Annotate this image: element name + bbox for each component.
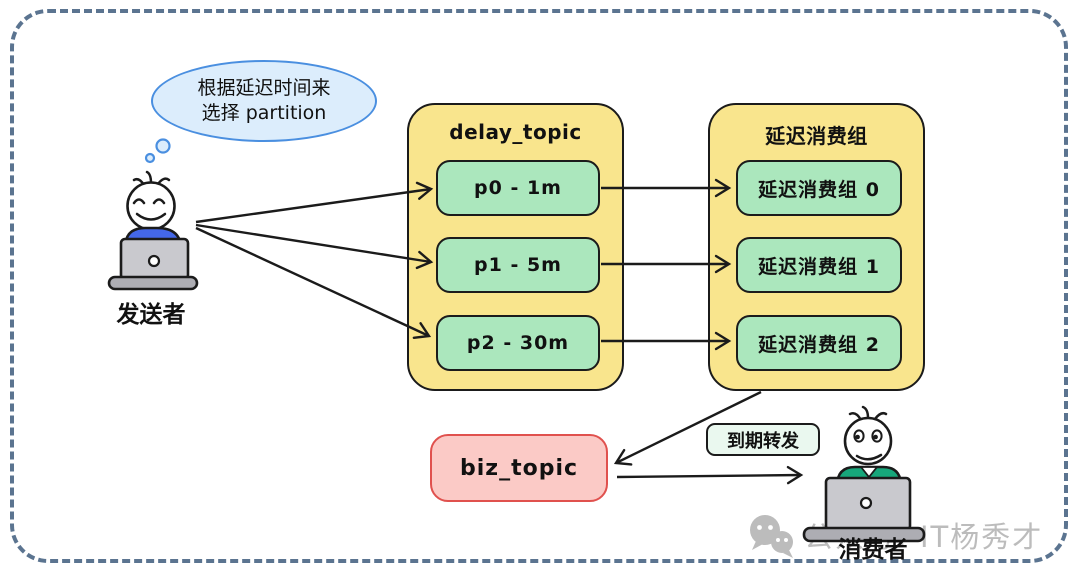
- thought-bubble-line2: 选择 partition: [201, 102, 327, 124]
- thought-bubble-line1: 根据延迟时间来: [197, 77, 331, 99]
- consumer-group-0: 延迟消费组 0: [736, 160, 902, 216]
- sender-to-partition-arrows: [195, 181, 434, 339]
- partition-p1: p1 - 5m: [436, 237, 600, 293]
- consumer-label: 消费者: [838, 537, 908, 563]
- delay-consumer-group-title: 延迟消费组: [765, 124, 868, 148]
- consumer-group-1: 延迟消费组 1: [736, 237, 902, 293]
- consumer-group-2: 延迟消费组 2: [736, 315, 902, 371]
- sender-person-icon: [107, 170, 199, 291]
- partition-p0: p0 - 1m: [436, 160, 600, 216]
- delay-topic-title: delay_topic: [449, 120, 582, 144]
- biz-topic-box: biz_topic: [430, 434, 608, 502]
- thought-bubble-dots: [144, 138, 171, 164]
- sender-label: 发送者: [116, 302, 186, 328]
- forward-on-expiry-badge: 到期转发: [706, 423, 820, 456]
- thought-bubble: 根据延迟时间来 选择 partition: [151, 60, 377, 142]
- partition-p2: p2 - 30m: [436, 315, 600, 371]
- wechat-icon: [750, 515, 793, 558]
- biz-to-consumer-arrow: [616, 465, 804, 485]
